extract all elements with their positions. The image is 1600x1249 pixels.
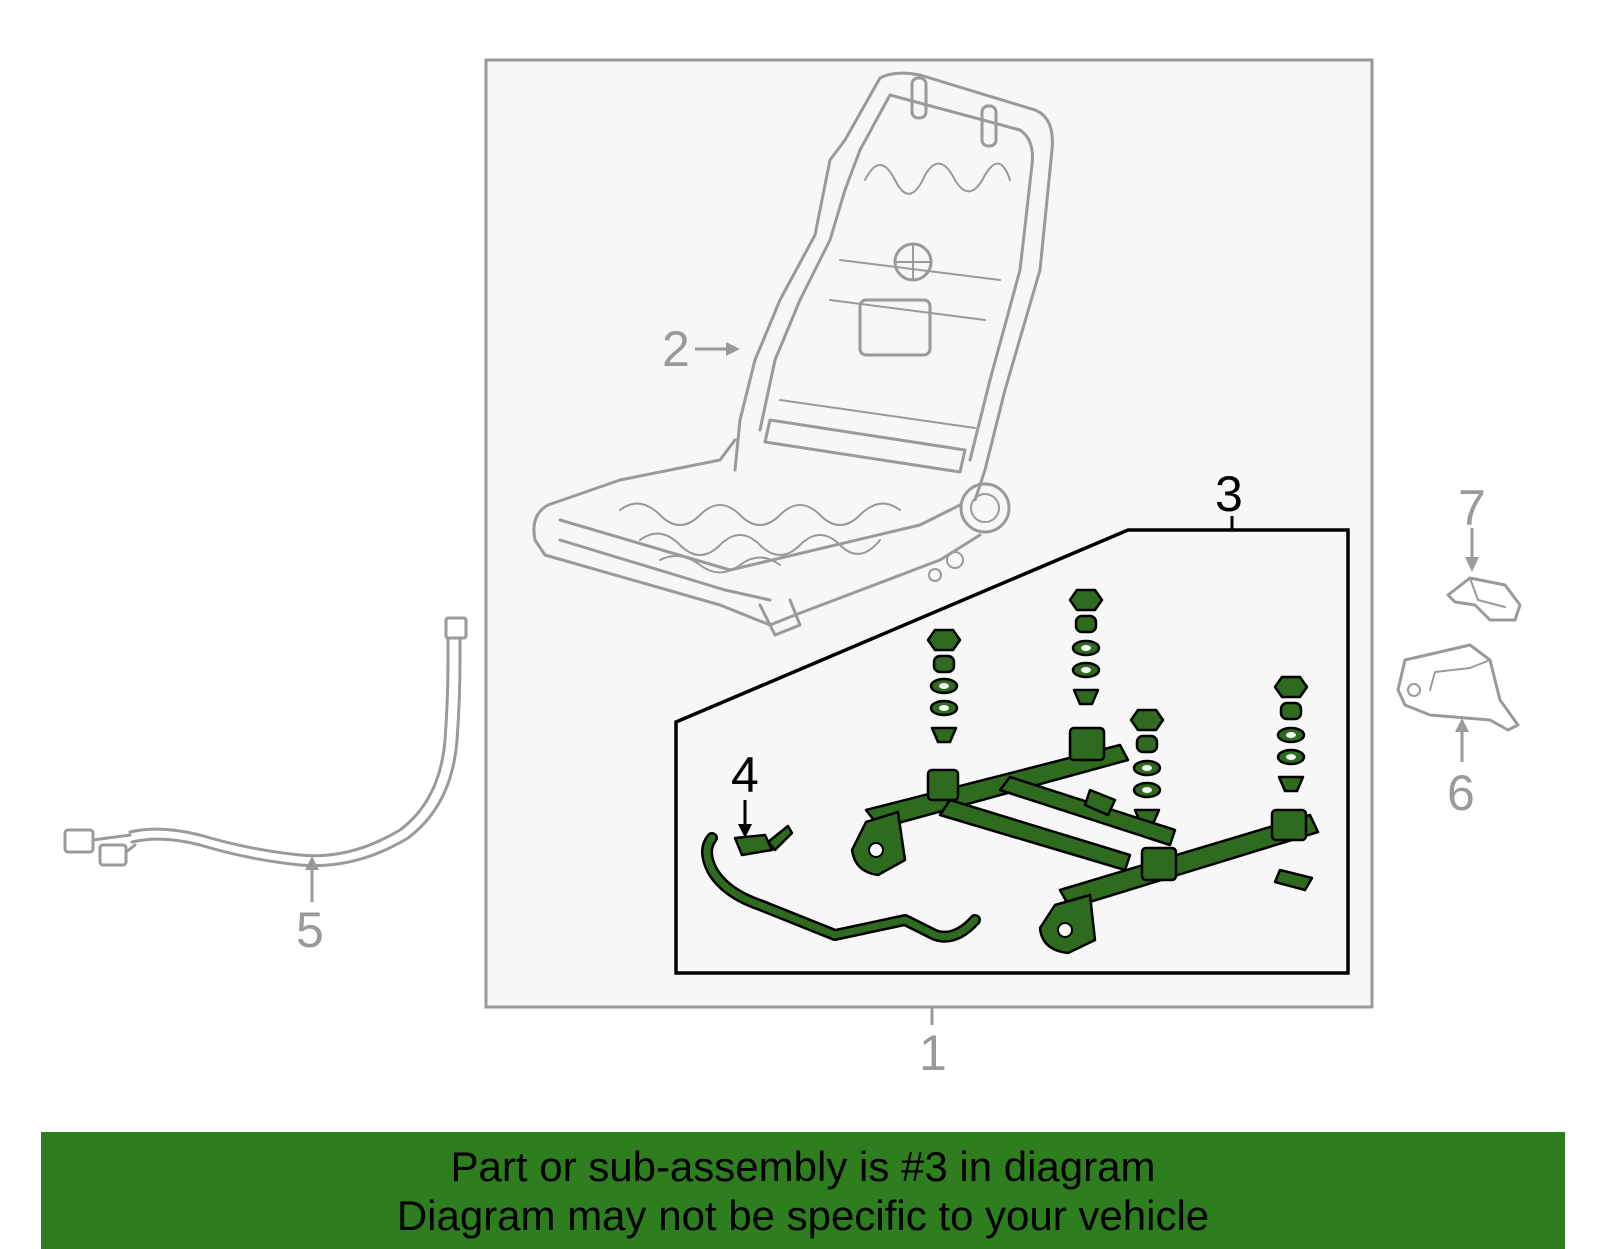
callout-6-arrow bbox=[1455, 718, 1469, 762]
callout-7-arrow bbox=[1465, 528, 1479, 572]
banner-line-2: Diagram may not be specific to your vehi… bbox=[396, 1192, 1210, 1239]
fastener-stack-4 bbox=[1273, 675, 1309, 793]
fastener-stack-2 bbox=[1068, 588, 1104, 706]
callout-2: 2 bbox=[662, 321, 690, 377]
callout-1: 1 bbox=[919, 1025, 947, 1081]
seat-track-illustration bbox=[850, 588, 1320, 955]
callout-5-arrow bbox=[305, 856, 319, 902]
callout-5: 5 bbox=[296, 902, 324, 958]
callout-4-arrow bbox=[738, 800, 752, 838]
bracket-part-7 bbox=[1446, 576, 1522, 622]
callout-7: 7 bbox=[1458, 480, 1486, 536]
cover-part-6 bbox=[1396, 643, 1520, 732]
callout-3: 3 bbox=[1215, 466, 1243, 522]
info-banner: Part or sub-assembly is #3 in diagram Di… bbox=[41, 1132, 1565, 1249]
seat-frame-illustration bbox=[532, 71, 1054, 637]
banner-line-1: Part or sub-assembly is #3 in diagram bbox=[450, 1143, 1156, 1190]
wire-harness-part-5 bbox=[63, 616, 468, 868]
callout-4: 4 bbox=[731, 747, 759, 803]
fastener-stack-1 bbox=[926, 628, 962, 744]
cable-part-4 bbox=[701, 824, 981, 943]
callout-2-arrow bbox=[695, 342, 740, 356]
callout-6: 6 bbox=[1447, 765, 1475, 821]
